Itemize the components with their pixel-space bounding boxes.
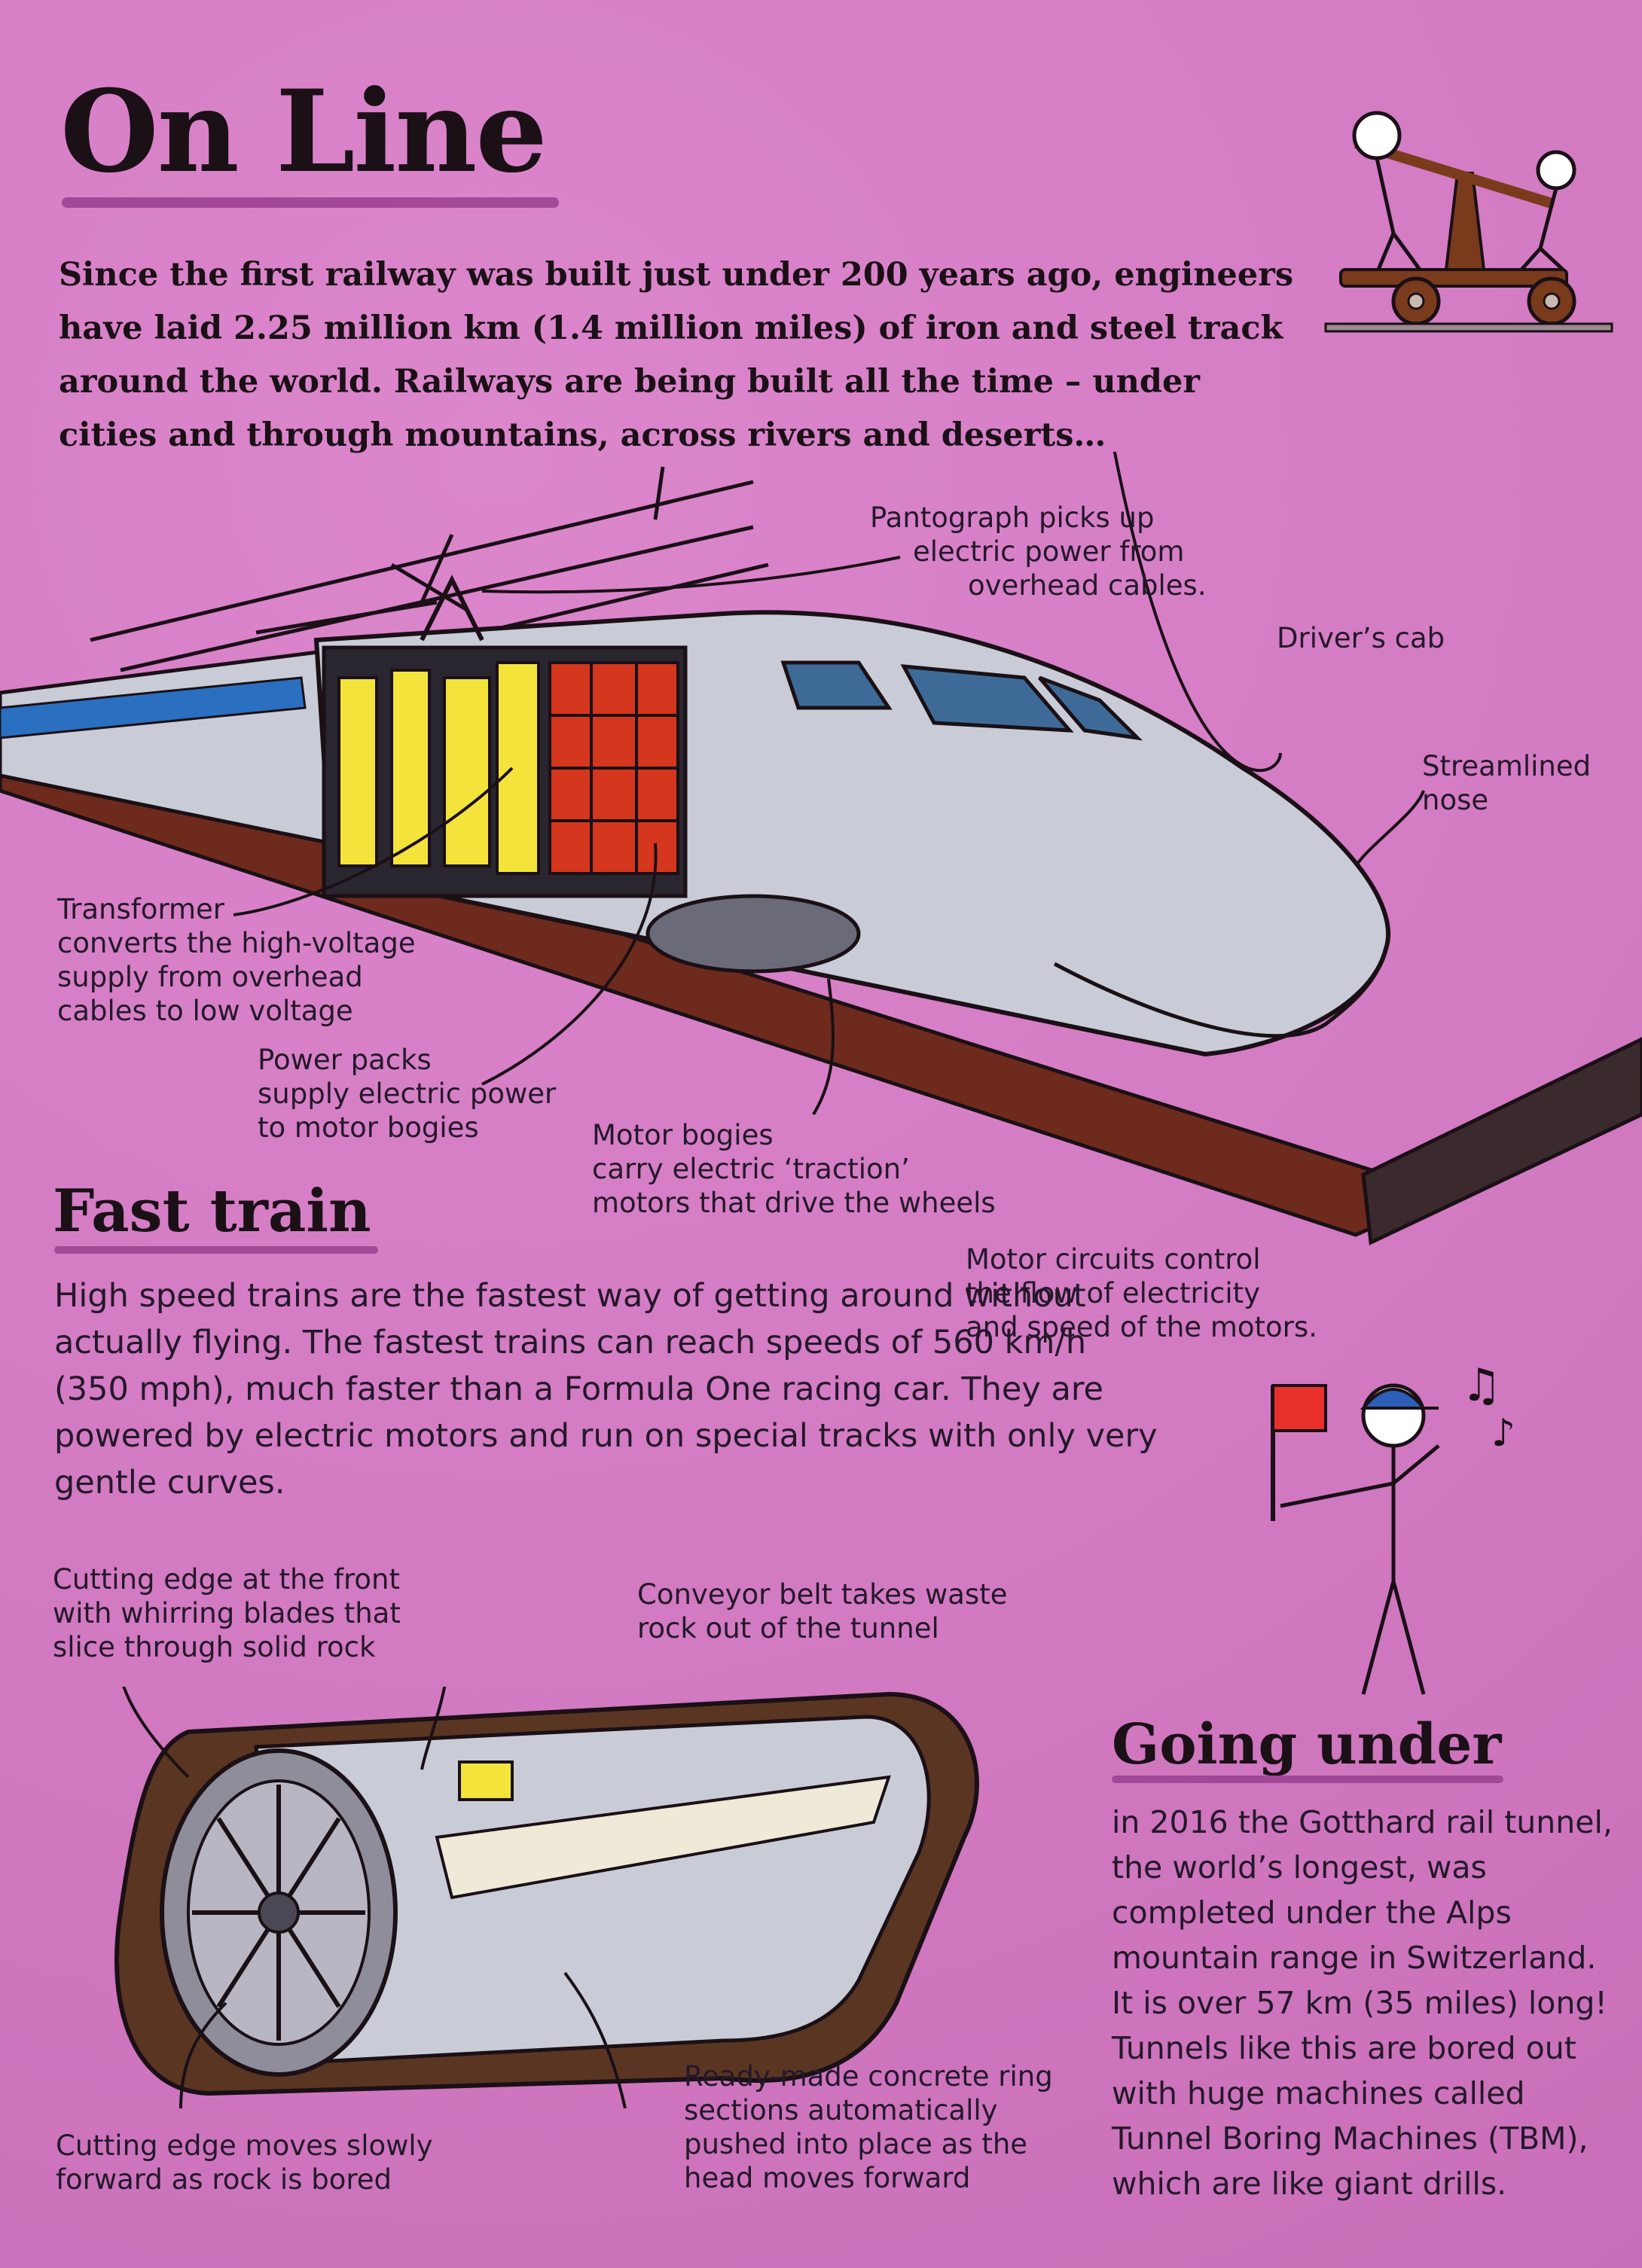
- motor-bogie: [646, 894, 861, 974]
- motor-bogies-label-line2: carry electric ‘traction’: [592, 1153, 910, 1185]
- concrete-rings-label-line1: Ready-made concrete ring: [684, 2060, 1053, 2093]
- going-under-underline: [1112, 1776, 1503, 1783]
- power-pack-units: [548, 661, 679, 875]
- motor-circuits-label-line2: the flow of electricity: [966, 1277, 1260, 1309]
- transformer-label-line4: cables to low voltage: [57, 995, 353, 1027]
- tunnel-boring-machine-illustration: [114, 1687, 979, 2108]
- conveyor-belt-label-line2: rock out of the tunnel: [637, 1612, 939, 1645]
- blue-stripe: [0, 676, 307, 739]
- pantograph-label-line1: Pantograph picks up: [870, 501, 1155, 534]
- concrete-rings-label-line4: head moves forward: [684, 2162, 970, 2194]
- music-note-icon: ♪: [1491, 1411, 1515, 1455]
- motor-bogies-label-line3: motors that drive the wheels: [592, 1187, 996, 1219]
- cutter-blades: [192, 1785, 365, 2041]
- power-packs-label-line3: to motor bogies: [258, 1111, 479, 1144]
- transformer-label-line3: supply from overhead: [57, 961, 363, 993]
- cab-window: [780, 660, 893, 710]
- fast-train-body: High speed trains are the fastest way of…: [54, 1277, 1158, 1501]
- concrete-rings-label-line2: sections automatically: [684, 2094, 998, 2126]
- music-note-icon: ♫: [1461, 1359, 1502, 1412]
- conveyor-belt: [435, 1775, 891, 1900]
- pantograph: [420, 575, 484, 642]
- blue-cap-icon: [1360, 1388, 1439, 1410]
- operator-cab: [458, 1760, 514, 1801]
- drivers-cab-label: Driver’s cab: [1277, 622, 1445, 654]
- fast-train-heading: Fast train: [53, 1177, 371, 1245]
- motor-circuits-label-line3: and speed of the motors.: [966, 1311, 1317, 1343]
- concrete-rings-label-line3: pushed into place as the: [684, 2128, 1027, 2160]
- power-packs-label-line2: supply electric power: [258, 1078, 557, 1110]
- conveyor-belt-label-line1: Conveyor belt takes waste: [637, 1578, 1007, 1611]
- guard-illustration: ♫ ♪: [1271, 1359, 1515, 1695]
- power-packs-label-line1: Power packs: [258, 1044, 432, 1076]
- page-title: On Line: [60, 66, 548, 198]
- cutting-edge-moves-label-line2: forward as rock is bored: [56, 2163, 392, 2196]
- leader-lines: [233, 452, 1425, 1116]
- tunnel-leader-lines: [122, 1687, 627, 2108]
- title-underline: [62, 197, 559, 208]
- cab-window: [900, 664, 1074, 733]
- transformer-label-line1: Transformer: [56, 893, 225, 925]
- cutting-edge-front-label-line2: with whirring blades that: [53, 1597, 401, 1629]
- streamlined-nose-label-line1: Streamlined: [1422, 750, 1591, 782]
- going-under-body: in 2016 the Gotthard rail tunnel, the wo…: [1112, 1804, 1613, 2202]
- handcar-illustration: [1324, 111, 1613, 333]
- intro-paragraph: Since the first railway was built just u…: [59, 256, 1294, 454]
- cutting-edge-front-label-line3: slice through solid rock: [53, 1631, 376, 1663]
- streamlined-nose-label-line2: nose: [1422, 784, 1488, 816]
- red-flag-icon: [1271, 1384, 1327, 1432]
- cutting-edge-moves-label-line1: Cutting edge moves slowly: [56, 2129, 433, 2162]
- pantograph-label-line3: overhead cables.: [968, 569, 1207, 602]
- motor-bogies-label-line1: Motor bogies: [592, 1119, 774, 1151]
- fast-train-underline: [54, 1246, 378, 1254]
- motor-circuits-label-line1: Motor circuits control: [966, 1243, 1261, 1276]
- transformer-label-line2: converts the high-voltage: [57, 927, 416, 959]
- cutting-edge-front-label-line1: Cutting edge at the front: [53, 1563, 400, 1596]
- transformer-units: [337, 661, 540, 875]
- pantograph-label-line2: electric power from: [913, 535, 1184, 568]
- high-speed-train-illustration: [0, 452, 1642, 1245]
- going-under-heading: Going under: [1112, 1712, 1502, 1777]
